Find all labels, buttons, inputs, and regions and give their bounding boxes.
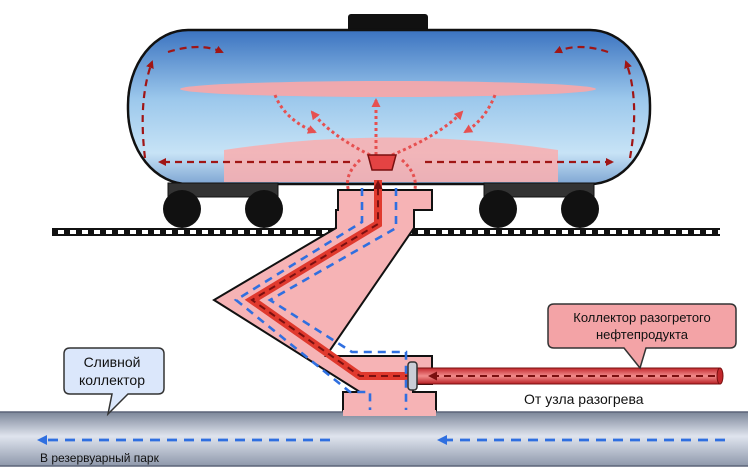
jet-flow [273,94,497,200]
main-drain-pipe [0,410,748,467]
from-heating-unit-label: От узла разогрева [524,391,644,407]
heated-product-pipe [413,367,724,385]
drain-collector-label-2: коллектор [79,372,145,388]
wheel-icon [163,190,201,228]
valve-icon[interactable] [407,361,418,391]
drain-collector-label-1: Сливной [84,354,141,370]
bogie-left [163,182,283,228]
bogie-right [479,182,599,228]
nozzle-icon [367,154,397,171]
cold-flow [233,188,411,441]
callout-heated-collector: Коллектор разогретого нефтепродукта [547,303,737,370]
hot-flow-arrows [250,180,412,377]
drain-device-casing [212,189,437,415]
tank-car [126,14,652,228]
heated-layer-top [180,81,596,97]
heated-collector-label-2: нефтепродукта [596,327,689,342]
heated-collector-label-1: Коллектор разогретого [573,310,710,325]
wheel-icon [561,190,599,228]
wheel-icon [245,190,283,228]
wheel-icon [479,190,517,228]
to-tank-farm-label: В резервуарный парк [40,451,160,465]
circulation-flow [141,45,636,166]
callout-drain-collector: Сливной коллектор [63,347,165,417]
